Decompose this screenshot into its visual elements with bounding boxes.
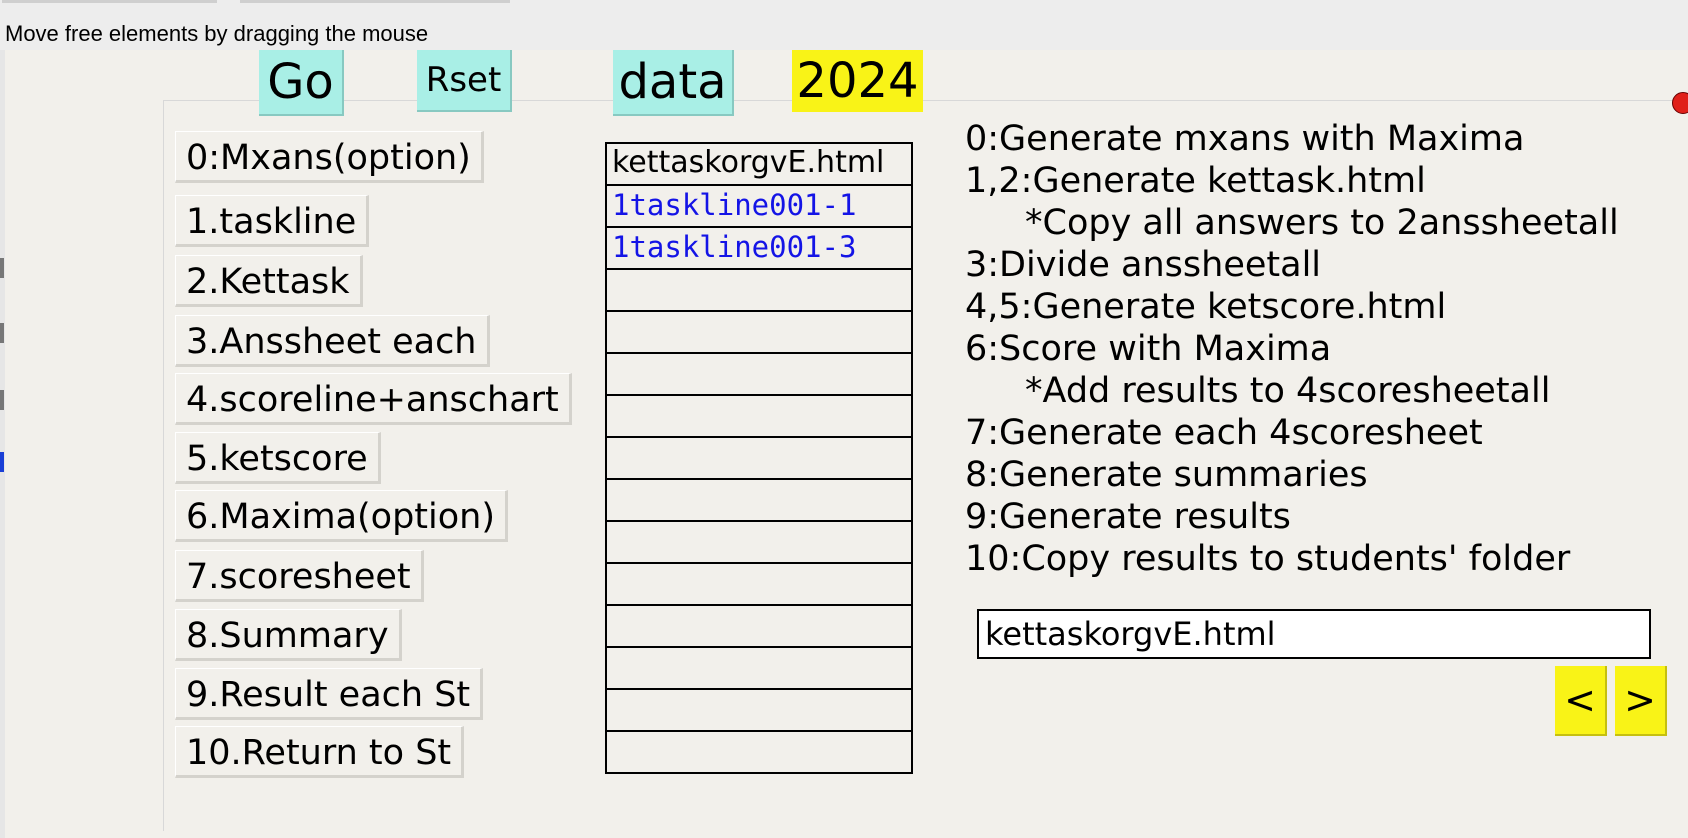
step-button-1[interactable]: 1.taskline <box>175 195 370 247</box>
step-button-3[interactable]: 3.Anssheet each <box>175 315 490 367</box>
file-list-empty-row[interactable] <box>607 648 911 690</box>
description-line: 1,2:Generate kettask.html <box>965 161 1426 201</box>
file-list-empty-row[interactable] <box>607 438 911 480</box>
tab-stub-2[interactable] <box>240 0 510 3</box>
file-list-item[interactable]: 1taskline001-3 <box>607 228 911 270</box>
file-list-empty-row[interactable] <box>607 606 911 648</box>
edge-mark <box>0 323 4 343</box>
file-list-empty-row[interactable] <box>607 690 911 732</box>
file-list-empty-row[interactable] <box>607 480 911 522</box>
year-label: 2024 <box>792 50 923 112</box>
step-button-5[interactable]: 5.ketscore <box>175 432 381 484</box>
file-list: kettaskorgvE.html 1taskline001-1 1taskli… <box>605 142 913 774</box>
file-list-item[interactable]: 1taskline001-1 <box>607 186 911 228</box>
step-button-2[interactable]: 2.Kettask <box>175 255 363 307</box>
description-line: 4,5:Generate ketscore.html <box>965 287 1447 327</box>
step-button-6[interactable]: 6.Maxima(option) <box>175 490 509 542</box>
file-list-empty-row[interactable] <box>607 354 911 396</box>
file-list-empty-row[interactable] <box>607 564 911 606</box>
edge-mark <box>0 258 4 278</box>
step-descriptions: 0:Generate mxans with Maxima 1,2:Generat… <box>965 118 1619 580</box>
step-button-9[interactable]: 9.Result each St <box>175 668 484 720</box>
description-line: 7:Generate each 4scoresheet <box>965 413 1483 453</box>
file-list-empty-row[interactable] <box>607 522 911 564</box>
description-line: *Copy all answers to 2anssheetall <box>1025 203 1619 243</box>
left-edge-strip <box>0 50 5 838</box>
edge-mark-blue <box>0 452 4 472</box>
step-button-8[interactable]: 8.Summary <box>175 609 402 661</box>
top-bar: Move free elements by dragging the mouse <box>0 0 1688 50</box>
file-list-empty-row[interactable] <box>607 270 911 312</box>
description-line: 8:Generate summaries <box>965 455 1368 495</box>
file-list-header: kettaskorgvE.html <box>607 144 911 186</box>
description-line: 9:Generate results <box>965 497 1291 537</box>
data-button[interactable]: data <box>613 50 734 116</box>
step-button-0[interactable]: 0:Mxans(option) <box>175 131 484 183</box>
work-canvas <box>163 100 1688 831</box>
step-button-4[interactable]: 4.scoreline+anschart <box>175 373 572 425</box>
filename-input[interactable] <box>977 609 1651 659</box>
go-button[interactable]: Go <box>259 50 344 116</box>
tab-stub-1[interactable] <box>2 0 217 3</box>
step-button-10[interactable]: 10.Return to St <box>175 726 465 778</box>
step-button-7[interactable]: 7.scoresheet <box>175 550 424 602</box>
description-line: 0:Generate mxans with Maxima <box>965 119 1525 159</box>
previous-button[interactable]: < <box>1555 666 1607 736</box>
description-line: 6:Score with Maxima <box>965 329 1332 369</box>
red-dot-icon[interactable] <box>1672 92 1688 114</box>
rset-button[interactable]: Rset <box>417 50 512 112</box>
edge-mark <box>0 390 4 410</box>
description-line: 10:Copy results to students' folder <box>965 539 1571 579</box>
file-list-empty-row[interactable] <box>607 396 911 438</box>
next-button[interactable]: > <box>1615 666 1667 736</box>
drag-hint: Move free elements by dragging the mouse <box>5 21 429 46</box>
file-list-empty-row[interactable] <box>607 312 911 354</box>
file-list-empty-row[interactable] <box>607 732 911 774</box>
description-line: 3:Divide anssheetall <box>965 245 1322 285</box>
description-line: *Add results to 4scoresheetall <box>1025 371 1551 411</box>
